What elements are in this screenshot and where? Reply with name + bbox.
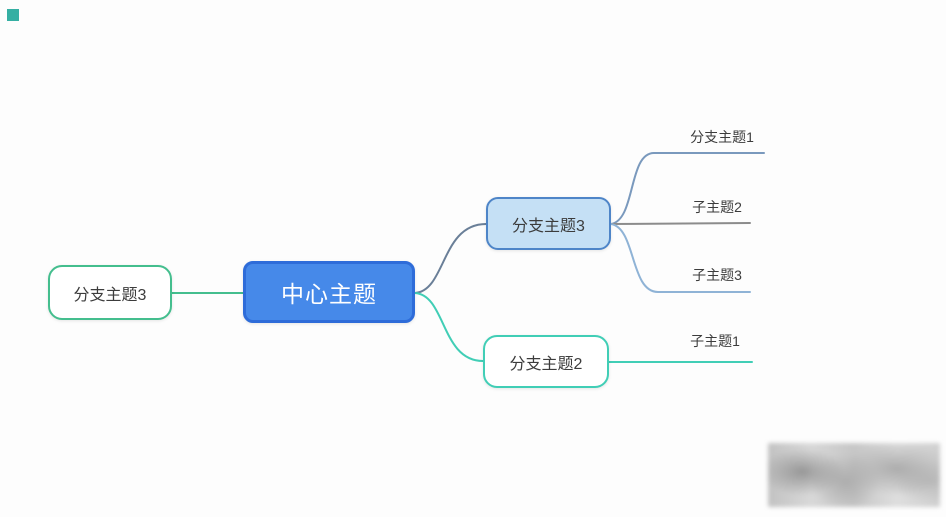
right-branch-bottom-label: 分支主题2 xyxy=(509,355,583,373)
central-topic-label: 中心主题 xyxy=(281,281,377,307)
connector-branch-top-to-subtopic2 xyxy=(610,222,751,225)
connector-central-to-right-branch-bottom xyxy=(414,292,484,362)
subtopic-branch1[interactable]: 分支主题1 xyxy=(690,129,754,145)
subtopic-sub3[interactable]: 子主题3 xyxy=(692,267,742,283)
subtopic-sub1[interactable]: 子主题1 xyxy=(690,333,740,349)
connector-central-to-right-branch-top xyxy=(414,223,487,294)
watermark-blur xyxy=(768,443,940,507)
subtopic-sub2[interactable]: 子主题2 xyxy=(692,199,742,215)
right-branch-top-node[interactable]: 分支主题3 xyxy=(486,197,611,250)
connector-branch-top-to-subtopic1 xyxy=(610,152,765,225)
central-topic-node[interactable]: 中心主题 xyxy=(243,261,415,323)
corner-marker xyxy=(7,9,19,21)
right-branch-top-label: 分支主题3 xyxy=(512,217,585,235)
right-branch-bottom-node[interactable]: 分支主题2 xyxy=(483,335,609,388)
connector-branch-top-to-subtopic3 xyxy=(610,223,751,293)
left-branch-label: 分支主题3 xyxy=(73,286,147,304)
left-branch-node[interactable]: 分支主题3 xyxy=(48,265,172,320)
